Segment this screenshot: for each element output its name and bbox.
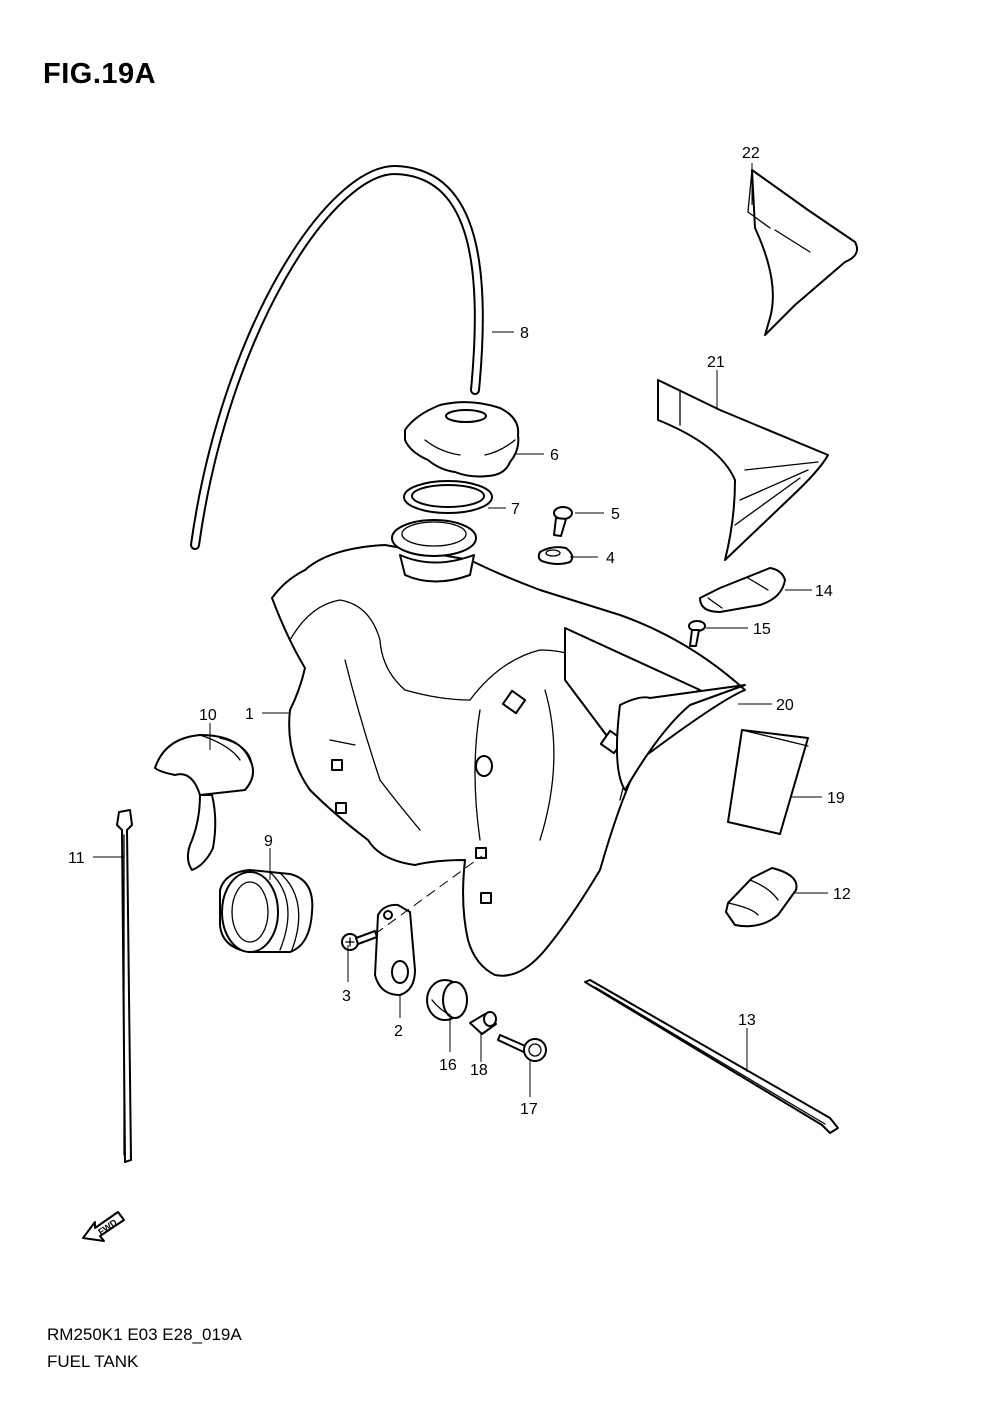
callout-2: 2 bbox=[394, 1023, 403, 1040]
part-bolt-17 bbox=[497, 1034, 547, 1062]
callout-5: 5 bbox=[611, 506, 620, 523]
leader-lines bbox=[93, 163, 828, 1097]
callout-4: 4 bbox=[606, 550, 615, 567]
callout-11: 11 bbox=[68, 850, 85, 867]
callout-15: 15 bbox=[753, 621, 771, 638]
part-screw-5 bbox=[553, 506, 573, 537]
callout-20: 20 bbox=[776, 697, 794, 714]
part-hose-9 bbox=[219, 869, 314, 953]
callout-8: 8 bbox=[520, 325, 529, 342]
fwd-arrow-icon: FWD bbox=[82, 1211, 125, 1242]
callout-3: 3 bbox=[342, 988, 351, 1005]
callout-16: 16 bbox=[439, 1057, 457, 1074]
part-grommet-16 bbox=[426, 979, 468, 1021]
part-tank-trim bbox=[615, 684, 746, 791]
diagram-name: FUEL TANK bbox=[47, 1352, 139, 1371]
part-grommet-4 bbox=[537, 546, 574, 565]
part-cable-tie-13 bbox=[584, 979, 839, 1134]
callout-21: 21 bbox=[707, 354, 725, 371]
callout-18: 18 bbox=[470, 1062, 488, 1079]
part-fuel-tank bbox=[271, 519, 746, 977]
callout-labels: 1 2 3 4 5 6 7 8 9 10 11 12 13 14 15 16 1… bbox=[68, 145, 851, 1118]
callout-6: 6 bbox=[550, 447, 559, 464]
part-upper-tank-decal bbox=[747, 169, 858, 336]
part-cable-tie-11 bbox=[116, 809, 133, 1163]
callout-10: 10 bbox=[199, 707, 217, 724]
callout-17: 17 bbox=[520, 1101, 538, 1118]
part-collar-18 bbox=[469, 1011, 497, 1035]
callout-1: 1 bbox=[245, 706, 254, 723]
part-tank-strap bbox=[699, 567, 786, 613]
part-tank-pad bbox=[154, 734, 255, 871]
part-fuel-cap bbox=[404, 401, 520, 478]
callout-19: 19 bbox=[827, 790, 845, 807]
callout-22: 22 bbox=[742, 145, 760, 162]
part-lower-tank-decal bbox=[657, 379, 829, 561]
callout-12: 12 bbox=[833, 886, 851, 903]
part-screw-15 bbox=[688, 620, 706, 647]
part-bracket-2 bbox=[374, 903, 416, 996]
diagram-code: RM250K1 E03 E28_019A bbox=[47, 1325, 242, 1344]
part-cushion-12 bbox=[725, 867, 798, 928]
callout-14: 14 bbox=[815, 583, 833, 600]
part-bolt-3 bbox=[341, 930, 378, 951]
part-breather-hose bbox=[190, 164, 484, 550]
callout-13: 13 bbox=[738, 1012, 756, 1029]
part-pad-19 bbox=[727, 729, 809, 835]
callout-9: 9 bbox=[264, 833, 273, 850]
callout-7: 7 bbox=[511, 501, 520, 518]
figure-title: FIG.19A bbox=[43, 58, 157, 90]
part-cap-gasket bbox=[403, 480, 493, 514]
